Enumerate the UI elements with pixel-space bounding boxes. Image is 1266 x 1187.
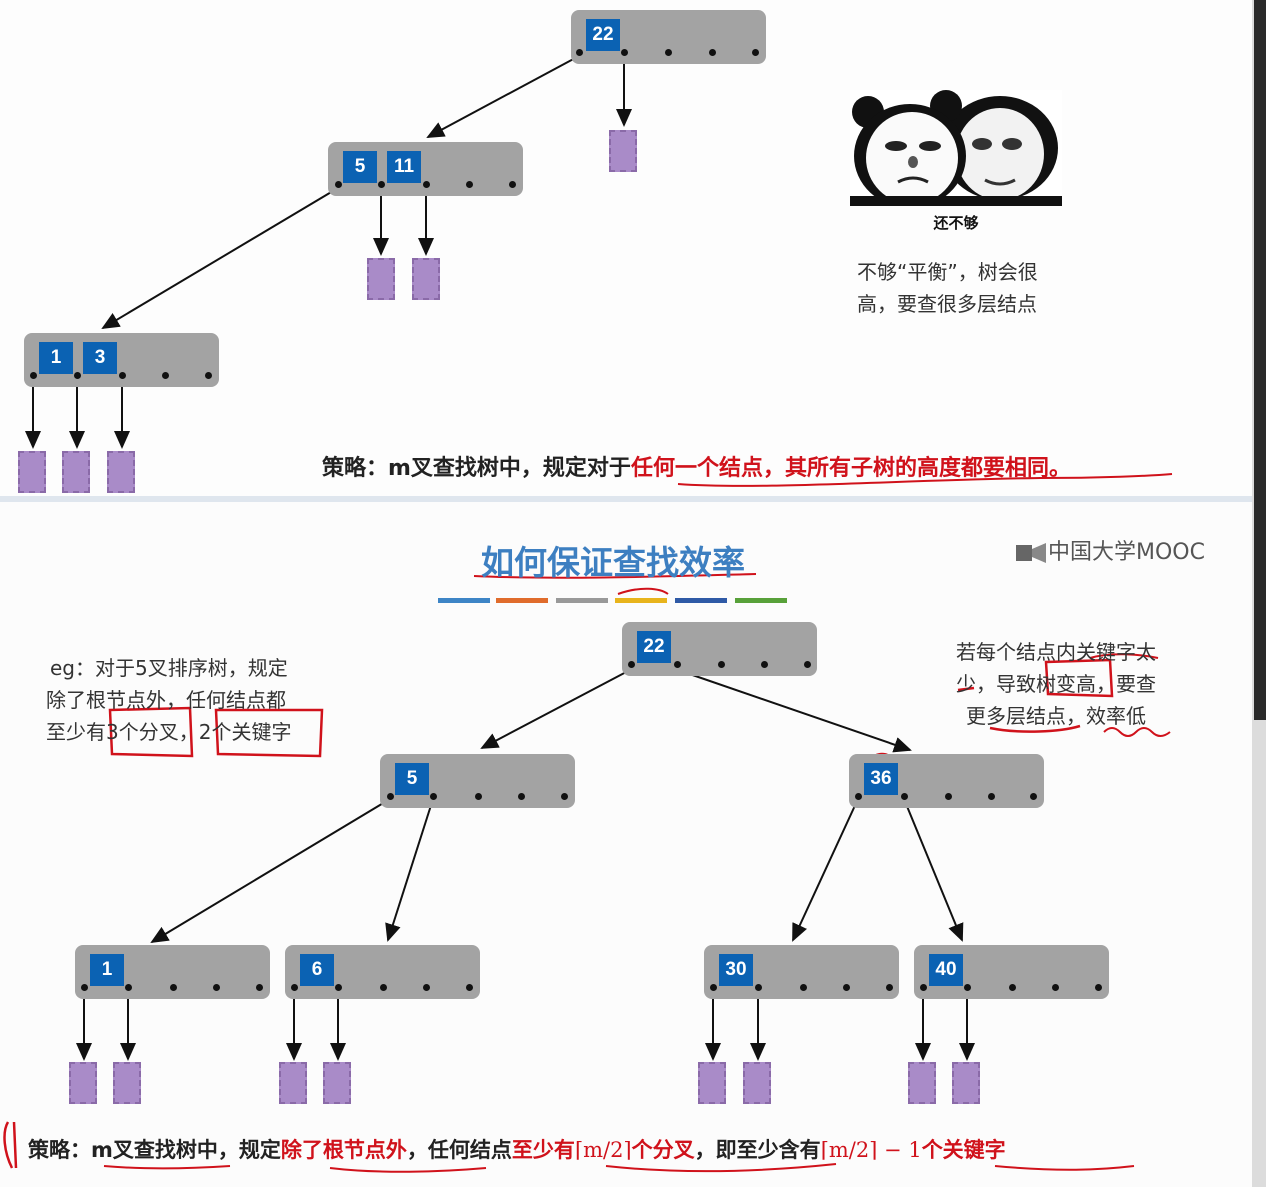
panda-meme-image	[850, 90, 1062, 208]
window-edge	[1252, 0, 1266, 1187]
tree-node-ll: 1	[75, 945, 270, 999]
top-tree-edges	[25, 55, 1173, 487]
strategy-prefix: 策略：m叉查找树中，规定对于	[322, 456, 631, 481]
node-key: 6	[300, 954, 334, 986]
color-bar-4	[615, 598, 667, 603]
leaf-node	[412, 258, 440, 300]
leaf-node	[367, 258, 395, 300]
tree-node-rr: 40	[914, 945, 1109, 999]
warn-line-1: 若每个结点内关键字太	[956, 640, 1156, 664]
tree-node-right: 36	[849, 754, 1044, 808]
leaf-node	[107, 451, 135, 493]
color-bar-5	[675, 598, 727, 603]
node-key: 1	[90, 954, 124, 986]
mooc-logo-icon	[1016, 543, 1046, 563]
node-key: 36	[864, 763, 898, 795]
warn-line-3: 更多层结点，效率低	[966, 704, 1146, 728]
leaf-node	[609, 130, 637, 172]
node-key: 5	[395, 763, 429, 795]
node-key: 11	[387, 151, 421, 183]
leaf-node	[698, 1062, 726, 1104]
color-bar-6	[735, 598, 787, 603]
node-key: 1	[39, 342, 73, 374]
color-bar-3	[556, 598, 608, 603]
tree-node-root: 22	[622, 622, 817, 676]
color-bar-1	[438, 598, 490, 603]
slide-title: 如何保证查找效率	[481, 543, 745, 582]
strategy-highlight: 任何一个结点，其所有子树的高度都要相同。	[630, 456, 1071, 481]
tree-node-lr: 6	[285, 945, 480, 999]
node-key: 3	[83, 342, 117, 374]
leaf-node	[323, 1062, 351, 1104]
eg-line-3: 至少有3个分叉，2个关键字	[46, 720, 292, 744]
leaf-node	[952, 1062, 980, 1104]
leaf-node	[69, 1062, 97, 1104]
leaf-node	[18, 451, 46, 493]
leaf-node	[908, 1062, 936, 1104]
note-line-2: 高，要查很多层结点	[857, 292, 1037, 316]
bottom-strategy: 策略：m叉查找树中，规定除了根节点外，任何结点至少有⌈m/2⌉个分叉，即至少含有…	[28, 1138, 1006, 1162]
node-key: 5	[343, 151, 377, 183]
tree-node-rl: 30	[704, 945, 899, 999]
node-key: 22	[637, 631, 671, 663]
color-bar-2	[496, 598, 548, 603]
tree-node-root: 22	[571, 10, 766, 64]
warn-line-2: 少，导致树变高，要查	[956, 672, 1156, 696]
eg-line-1: eg：对于5叉排序树，规定	[50, 656, 288, 680]
top-slide: 22 5 11 1 3	[0, 0, 1252, 496]
node-key: 30	[719, 954, 753, 986]
node-key: 22	[586, 19, 620, 51]
meme-caption: 还不够	[933, 214, 979, 232]
leaf-node	[743, 1062, 771, 1104]
tree-node-left: 5	[380, 754, 575, 808]
node-key: 40	[929, 954, 963, 986]
mooc-logo: 中国大学MOOC	[1014, 534, 1205, 566]
eg-line-2: 除了根节点外，任何结点都	[46, 688, 286, 712]
top-strategy: 策略：m叉查找树中，规定对于任何一个结点，其所有子树的高度都要相同。	[322, 450, 1071, 482]
tree-node-level2: 5 11	[328, 142, 523, 196]
leaf-node	[62, 451, 90, 493]
note-line-1: 不够“平衡”，树会很	[857, 260, 1038, 284]
leaf-node	[279, 1062, 307, 1104]
tree-node-level3: 1 3	[24, 333, 219, 387]
slide-divider	[0, 496, 1266, 502]
bottom-tree-edges	[3, 573, 1171, 1173]
leaf-node	[113, 1062, 141, 1104]
bottom-slide: 如何保证查找效率 中国大学MOOC eg：对于5叉排序树，规定 除了根节点外，任…	[0, 502, 1252, 1187]
brand-text: 中国大学MOOC	[1048, 540, 1205, 565]
